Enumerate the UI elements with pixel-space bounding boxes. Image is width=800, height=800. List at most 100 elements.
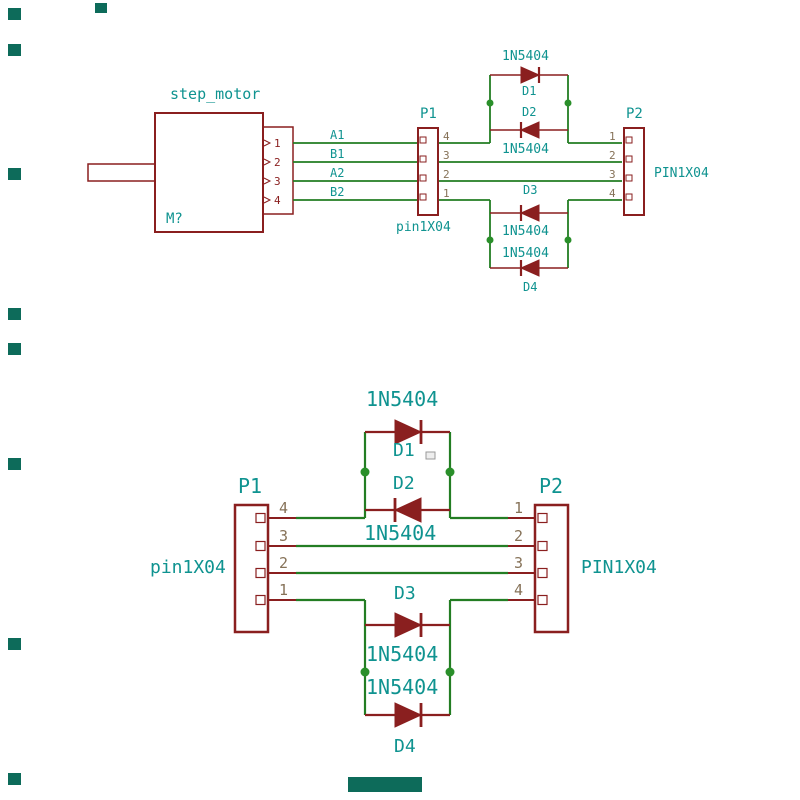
diode-d4-bottom: 1N5404 D4 <box>365 675 450 757</box>
junction-dot <box>564 99 572 107</box>
motor-pin-number: 1 <box>274 137 281 150</box>
diode-value: 1N5404 <box>366 675 438 699</box>
net-label-a2: A2 <box>330 166 344 180</box>
diode-d2-bottom: D2 1N5404 <box>364 473 450 545</box>
origin-marker <box>425 451 436 460</box>
artifact-bar <box>348 777 422 792</box>
connector-body <box>233 503 270 634</box>
diode-value: 1N5404 <box>502 246 549 261</box>
connector-pin-pads <box>625 136 633 201</box>
connector-name: P2 <box>539 474 563 498</box>
artifact-mark <box>8 168 21 180</box>
junction-dot <box>445 467 455 477</box>
diode-value: 1N5404 <box>366 387 438 411</box>
pin-number: 1 <box>514 499 523 517</box>
junction-dots-bottom <box>360 467 455 677</box>
diode-triangle <box>393 497 422 523</box>
pin-number: 4 <box>279 499 288 517</box>
pin-number: 3 <box>443 149 450 162</box>
pin-number: 4 <box>609 187 616 200</box>
connector-p1-bottom: P1 4 3 2 1 pin1X04 <box>150 474 296 634</box>
connector-p2-top: P2 1 2 3 4 PIN1X04 <box>609 106 709 216</box>
motor-shaft <box>87 163 156 182</box>
connector-name: P1 <box>420 106 437 122</box>
connector-value: pin1X04 <box>150 557 226 578</box>
connector-name: P1 <box>238 474 262 498</box>
connector-pin-stubs <box>268 517 296 601</box>
top-schematic: step_motor M? 1 2 3 4 <box>87 49 709 294</box>
junction-dot <box>564 236 572 244</box>
connector-value: PIN1X04 <box>654 166 709 181</box>
pin-number: 1 <box>279 581 288 599</box>
artifact-mark <box>8 44 21 56</box>
motor-designator: M? <box>166 211 183 227</box>
artifact-mark <box>8 8 21 20</box>
connector-pin-pads <box>255 512 266 606</box>
connector-pin-pads <box>537 512 548 606</box>
artifact-mark <box>8 308 21 320</box>
connector-value: PIN1X04 <box>581 557 657 578</box>
junction-dot <box>486 236 494 244</box>
motor-pin-arrows <box>263 139 272 204</box>
diode-triangle <box>519 259 540 277</box>
connector-value: pin1X04 <box>396 220 451 235</box>
pin-number: 4 <box>443 130 450 143</box>
wires-top <box>293 75 622 268</box>
pin-number: 3 <box>609 168 616 181</box>
diode-ref: D1 <box>393 440 415 461</box>
junction-dot <box>445 667 455 677</box>
connector-p2-bottom: P2 1 2 3 4 PIN1X04 <box>508 474 657 634</box>
diode-ref: D4 <box>523 280 537 294</box>
diode-triangle <box>519 121 540 139</box>
diode-value: 1N5404 <box>366 642 438 666</box>
net-label-b1: B1 <box>330 147 344 161</box>
artifact-mark <box>8 773 21 785</box>
pin-number: 2 <box>279 554 288 572</box>
artifact-mark <box>8 458 21 470</box>
junction-dot <box>486 99 494 107</box>
pin-number: 2 <box>443 168 450 181</box>
diode-value: 1N5404 <box>502 224 549 239</box>
diode-triangle <box>520 66 541 84</box>
pin-number: 3 <box>514 554 523 572</box>
artifact-mark <box>8 343 21 355</box>
motor-pin-block <box>262 126 294 215</box>
artifact-mark <box>95 3 107 13</box>
connector-pin-pads <box>419 136 427 201</box>
diode-d1-top: 1N5404 D1 <box>490 49 568 98</box>
diode-ref: D2 <box>522 105 536 119</box>
diode-triangle <box>394 702 423 728</box>
diode-triangle <box>394 419 423 445</box>
connector-body <box>417 127 439 216</box>
artifact-marks <box>8 3 422 792</box>
connector-name: P2 <box>626 106 643 122</box>
motor-pin-number: 2 <box>274 156 281 169</box>
diode-value: 1N5404 <box>502 142 549 157</box>
diode-d1-bottom: 1N5404 D1 <box>365 387 450 461</box>
junction-dots-top <box>486 99 572 244</box>
artifact-mark <box>8 638 21 650</box>
diode-ref: D1 <box>522 84 536 98</box>
net-label-a1: A1 <box>330 128 344 142</box>
junction-dot <box>360 467 370 477</box>
connector-body <box>623 127 645 216</box>
net-label-b2: B2 <box>330 185 344 199</box>
pin-number: 2 <box>514 527 523 545</box>
connector-body <box>533 503 570 634</box>
connector-pin-stubs <box>508 517 535 601</box>
diode-ref: D4 <box>394 736 416 757</box>
diode-d3-bottom: D3 1N5404 <box>365 583 450 666</box>
diode-triangle <box>519 204 540 222</box>
pin-number: 3 <box>279 527 288 545</box>
diode-value: 1N5404 <box>502 49 549 64</box>
diode-d3-top: D3 1N5404 <box>490 183 568 239</box>
diode-ref: D3 <box>394 583 416 604</box>
motor-label: step_motor <box>170 85 260 103</box>
motor-pin-number: 4 <box>274 194 281 207</box>
motor-pin-number: 3 <box>274 175 281 188</box>
pin-number: 2 <box>609 149 616 162</box>
net-labels: A1 B1 A2 B2 <box>330 128 344 199</box>
step-motor: step_motor M? 1 2 3 4 <box>87 85 294 233</box>
